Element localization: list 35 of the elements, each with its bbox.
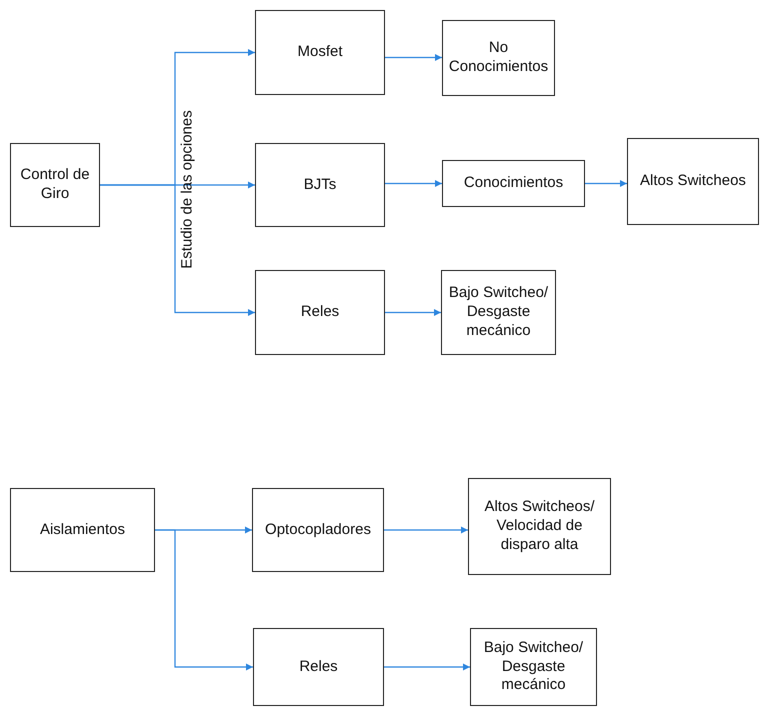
process-box xyxy=(255,10,385,95)
box-text: Mosfet xyxy=(297,43,342,62)
process-box xyxy=(10,143,100,227)
box-text: Aislamientos xyxy=(40,520,126,540)
process-box xyxy=(442,20,555,96)
box-text: Bajo Switcheo/ Desgaste mecánico xyxy=(448,284,550,341)
process-box xyxy=(255,270,385,355)
box-text: BJTs xyxy=(304,176,336,194)
box-text: Altos Switcheos/ Velocidad de disparo alta xyxy=(483,498,596,555)
box-text: Control de Giro xyxy=(19,166,91,204)
process-box xyxy=(252,488,384,572)
process-box xyxy=(255,143,385,227)
arrow xyxy=(385,54,442,61)
box-text: Altos Switcheos xyxy=(640,172,746,191)
box-text: Reles xyxy=(300,303,340,322)
arrow xyxy=(100,184,255,316)
box-text: No Conocimientos xyxy=(448,39,550,77)
process-box xyxy=(441,270,556,355)
vertical-label: Estudio de las opciones xyxy=(178,109,196,271)
process-box xyxy=(470,628,597,706)
process-box xyxy=(442,160,585,207)
arrow xyxy=(384,664,470,670)
process-box xyxy=(627,138,759,225)
arrow xyxy=(385,309,441,316)
box-text: Conocimientos xyxy=(464,174,564,193)
box-text: Bajo Switcheo/ Desgaste mecánico xyxy=(482,638,584,696)
arrow xyxy=(585,180,627,187)
process-box xyxy=(10,488,155,572)
process-box xyxy=(468,478,611,575)
arrow xyxy=(384,526,468,534)
process-box xyxy=(253,628,384,706)
arrow xyxy=(385,180,442,187)
box-text: Optocopladores xyxy=(265,520,371,540)
arrow xyxy=(155,529,253,670)
box-text: Reles xyxy=(299,658,338,676)
